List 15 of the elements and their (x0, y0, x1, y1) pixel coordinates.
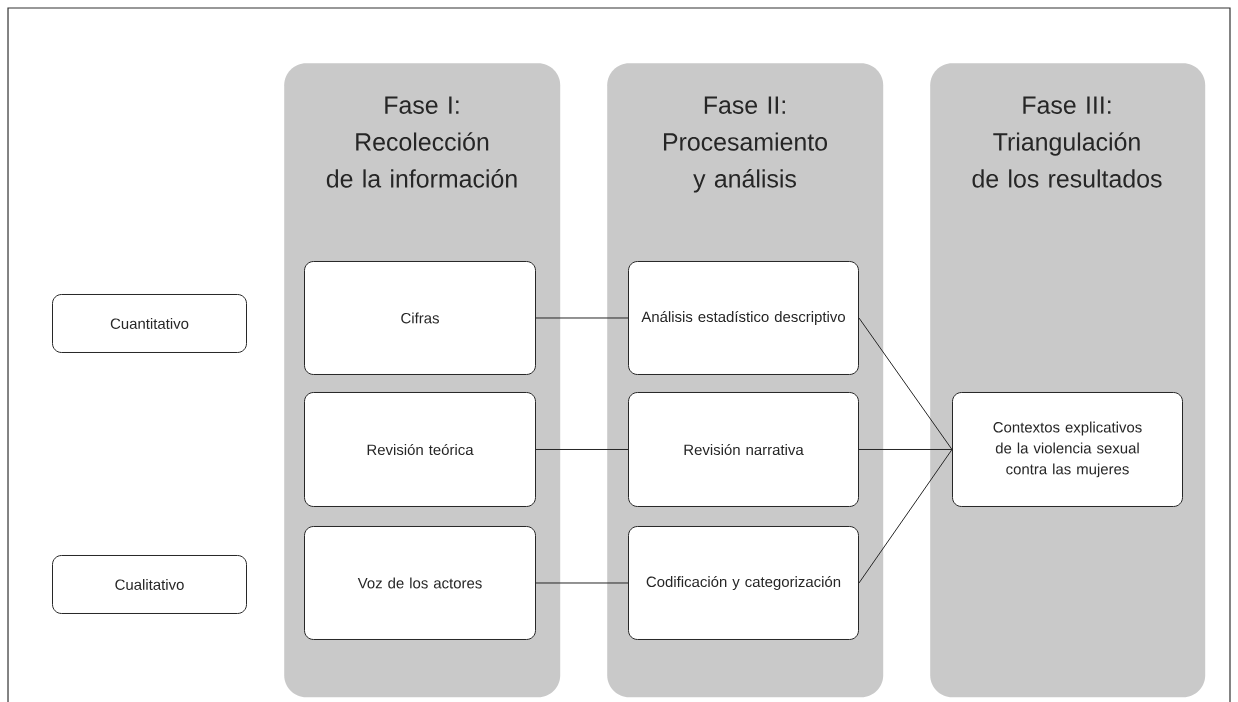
process-box: Codificación y categorización (628, 526, 859, 640)
connector-line (858, 317, 953, 450)
process-box: Revisión narrativa (628, 392, 859, 507)
connector-line (535, 449, 629, 450)
connector-line (858, 449, 953, 584)
connector-line (535, 317, 629, 319)
process-box: Contextos explicativos de la violencia sexual contra las mujeres (952, 392, 1183, 507)
process-box: Análisis estadístico descriptivo (628, 261, 859, 375)
connector-line (858, 449, 953, 450)
process-box: Cifras (304, 261, 536, 375)
category-box: Cualitativo (52, 555, 247, 614)
connector-line (535, 582, 629, 584)
process-box: Revisión teórica (304, 392, 536, 507)
category-box: Cuantitativo (52, 294, 247, 353)
process-box: Voz de los actores (304, 526, 536, 640)
